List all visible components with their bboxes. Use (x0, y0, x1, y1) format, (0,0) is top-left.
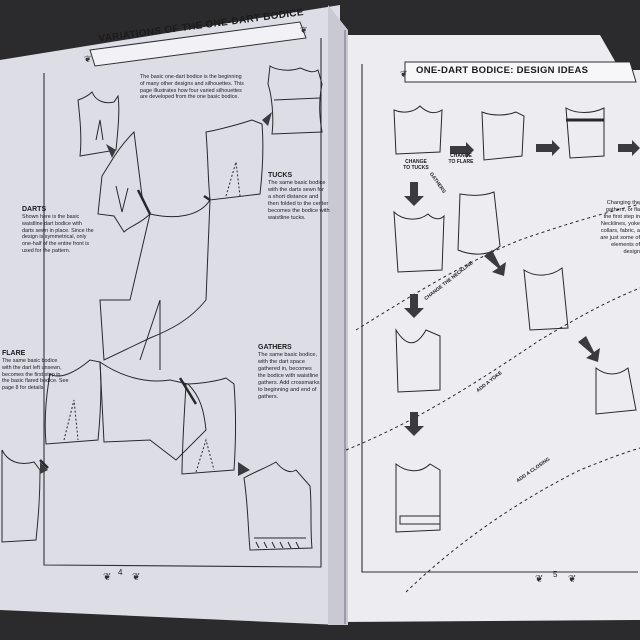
arrow-icon (450, 142, 474, 158)
left-page-border (43, 38, 322, 568)
arrow-icon (404, 294, 424, 318)
arrow-icon (106, 144, 116, 158)
left-header-ornament: ❦ (84, 54, 92, 64)
right-page (338, 35, 640, 622)
page-ornament: ❦ (103, 572, 111, 583)
flare-callout: FLARE The same basic bodice with the dar… (2, 350, 76, 392)
pattern-piece-right (205, 119, 264, 201)
arrow-icon (40, 462, 48, 474)
arrow-icon (404, 412, 424, 436)
bodice-closing-drawing (395, 462, 441, 533)
dashed-curve (345, 287, 640, 451)
bodice-flare-drawing (44, 359, 102, 445)
right-header-frame (404, 61, 637, 83)
label-change-to-tucks: CHANGE TO TUCKS (403, 159, 429, 171)
right-header-ornament: ❦ (400, 69, 408, 79)
darts-title: DARTS (22, 206, 47, 213)
darts-body: Shown here is the basic waistline dart b… (22, 214, 94, 254)
bodice-vneck-drawing (395, 328, 441, 393)
left-intro: The basic one-dart bodice is the beginni… (140, 74, 244, 101)
bodice-flare-partial (1, 449, 41, 543)
left-illustrations (1, 65, 323, 551)
left-header-ornament: ❦ (300, 25, 308, 35)
bodice-yoke-drawing (523, 267, 569, 331)
bodice-tucks-drawing (267, 65, 323, 135)
dart-mark (95, 119, 104, 141)
gathers-body: The same basic bodice, with the dart spa… (258, 352, 320, 400)
right-page-border (361, 64, 638, 573)
left-header-frame (89, 21, 307, 67)
bodice-closing-partial (595, 366, 637, 415)
bodice-gathers-pattern (181, 377, 236, 475)
connector-bold (136, 189, 152, 215)
page-ornament: ❦ (568, 574, 576, 585)
bodice-flare-design (481, 111, 525, 161)
bodice-darts-drawing (77, 91, 120, 157)
right-page-number: 5 (553, 570, 558, 579)
arrow-icon (404, 182, 424, 206)
page-ornament: ❦ (535, 574, 543, 585)
left-page (0, 5, 340, 625)
dashed-curve (355, 203, 640, 331)
bodice-gathers-drawing (243, 461, 313, 551)
left-page-number: 4 (118, 568, 123, 577)
tucks-body: The same basic bodice with the darts sew… (268, 180, 330, 221)
bodice-neckline-drawing (393, 210, 445, 273)
central-pattern-piece (99, 198, 211, 361)
tucks-callout: TUCKS The same basic bodice with the dar… (268, 172, 340, 222)
bodice-tucks-design (457, 191, 501, 255)
bodice-basic-drawing (393, 105, 443, 155)
page-ornament: ❦ (132, 572, 140, 583)
right-page-header: ONE-DART BODICE: DESIGN IDEAS (416, 65, 589, 76)
right-side-text: Changing the gathers, or fla the first s… (600, 200, 640, 255)
gathers-callout: GATHERS The same basic bodice, with the … (258, 344, 338, 401)
label-change-to-flare: CHANGE TO FLARE (448, 153, 474, 165)
darts-callout: DARTS Shown here is the basic waistline … (22, 206, 96, 255)
left-arrows (40, 112, 272, 476)
arrow-icon (618, 140, 640, 156)
book-gutter (328, 5, 348, 625)
bodice-gathers-design (565, 107, 605, 159)
right-illustrations (345, 105, 640, 593)
gathers-title: GATHERS (258, 344, 292, 351)
tucks-title: TUCKS (268, 172, 293, 179)
arrow-icon (536, 140, 560, 156)
arrow-icon (238, 462, 250, 476)
flare-body: The same basic bodice with the dart left… (2, 358, 69, 392)
flare-title: FLARE (2, 350, 26, 357)
arrow-icon (484, 250, 506, 276)
arrow-icon (262, 112, 272, 126)
right-arrows (404, 140, 640, 436)
arrow-icon (578, 336, 600, 362)
